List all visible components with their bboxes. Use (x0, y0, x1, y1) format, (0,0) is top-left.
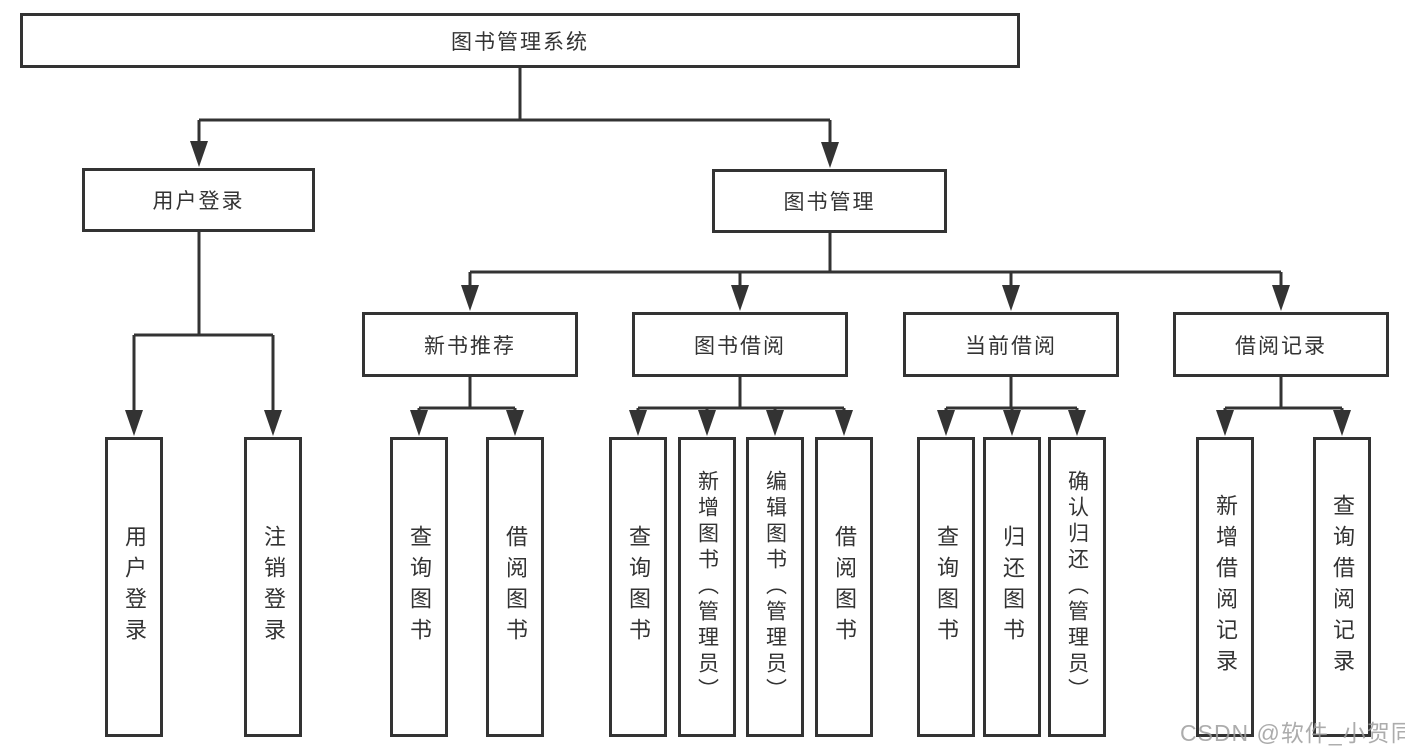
leaf-return-book: 归还图书 (983, 437, 1041, 737)
leaf-add-book-admin: 新增图书（管理员） (678, 437, 736, 737)
leaf-label: 查询图书 (934, 525, 959, 649)
node-borrow-record: 借阅记录 (1173, 312, 1389, 377)
node-label: 借阅记录 (1235, 334, 1327, 358)
leaf-query-book-borrow: 查询图书 (609, 437, 667, 737)
leaf-label: 查询借阅记录 (1330, 494, 1355, 680)
node-root-system: 图书管理系统 (20, 13, 1020, 68)
node-label: 当前借阅 (965, 334, 1057, 358)
leaf-add-borrow-record: 新增借阅记录 (1196, 437, 1254, 737)
leaf-query-book-current: 查询图书 (917, 437, 975, 737)
leaf-label: 借阅图书 (832, 525, 857, 649)
node-book-management-branch: 图书管理 (712, 169, 947, 233)
node-label: 图书借阅 (694, 334, 786, 358)
leaf-label: 借阅图书 (503, 525, 528, 649)
node-label: 用户登录 (152, 190, 245, 213)
leaf-borrow-book: 借阅图书 (815, 437, 873, 737)
node-label: 新书推荐 (424, 334, 516, 358)
node-book-borrow: 图书借阅 (632, 312, 848, 377)
leaf-label: 注销登录 (261, 525, 286, 649)
leaf-label: 查询图书 (626, 525, 651, 649)
leaf-edit-book-admin: 编辑图书（管理员） (746, 437, 804, 737)
leaf-query-book-recommend: 查询图书 (390, 437, 448, 737)
node-label: 图书管理 (783, 191, 876, 214)
node-root-label: 图书管理系统 (451, 30, 589, 54)
leaf-label: 用户登录 (122, 525, 147, 649)
node-user-login-branch: 用户登录 (82, 168, 315, 232)
leaf-label: 确认归还（管理员） (1065, 470, 1089, 704)
leaf-query-borrow-record: 查询借阅记录 (1313, 437, 1371, 737)
leaf-label: 编辑图书（管理员） (763, 470, 787, 704)
csdn-watermark: CSDN @软件_小贺同学 (1180, 720, 1405, 746)
node-current-borrow: 当前借阅 (903, 312, 1119, 377)
leaf-logout: 注销登录 (244, 437, 302, 737)
leaf-label: 查询图书 (407, 525, 432, 649)
leaf-label: 新增借阅记录 (1213, 494, 1238, 680)
leaf-borrow-book-recommend: 借阅图书 (486, 437, 544, 737)
leaf-label: 归还图书 (1000, 525, 1025, 649)
leaf-user-login: 用户登录 (105, 437, 163, 737)
leaf-confirm-return-admin: 确认归还（管理员） (1048, 437, 1106, 737)
leaf-label: 新增图书（管理员） (695, 470, 719, 704)
node-new-book-recommend: 新书推荐 (362, 312, 578, 377)
